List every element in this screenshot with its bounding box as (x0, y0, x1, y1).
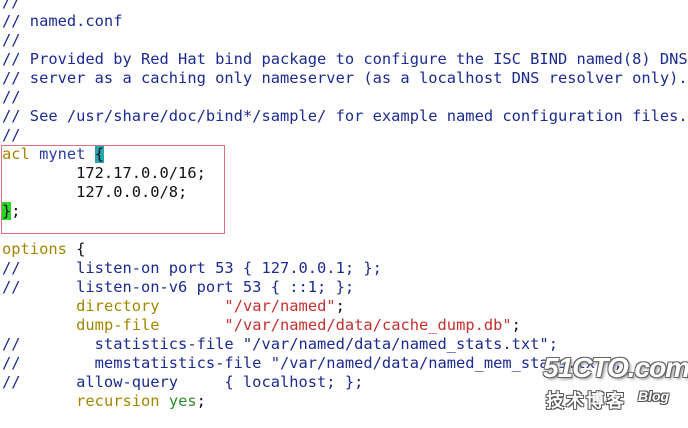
acl-highlight-box (1, 145, 225, 234)
dump-file-line: dump-file "/var/named/data/cache_dump.db… (76, 316, 521, 334)
code-line: // statistics-file "/var/named/data/name… (2, 335, 558, 353)
acl-entry: 127.0.0.0/8; (2, 183, 188, 201)
options-keyword: options (2, 240, 67, 258)
watermark-sub: 技术博客 (546, 391, 626, 412)
acl-entry: 172.17.0.0/16; (2, 164, 206, 182)
acl-name: mynet (39, 145, 86, 163)
code-line: // (2, 31, 21, 49)
code-line: // listen-on port 53 { 127.0.0.1; }; (2, 259, 382, 277)
recursion-line: recursion yes; (76, 392, 206, 410)
directory-line: directory "/var/named"; (76, 297, 345, 315)
recursion-key: recursion (76, 392, 160, 410)
code-line: // See /usr/share/doc/bind*/sample/ for … (2, 107, 688, 125)
directory-value: "/var/named" (224, 297, 336, 315)
directory-key: directory (76, 297, 160, 315)
code-line: // Provided by Red Hat bind package to c… (2, 50, 688, 68)
options-line: options { (2, 240, 688, 259)
dump-file-value: "/var/named/data/cache_dump.db" (224, 316, 512, 334)
options-open-brace: { (66, 240, 86, 258)
acl-declaration-line: acl mynet { (2, 145, 688, 164)
code-line: // (2, 0, 21, 11)
code-line: // memstatistics-file "/var/named/data/n… (2, 354, 623, 372)
code-line: // listen-on-v6 port 53 { ::1; }; (2, 278, 355, 296)
watermark-blog: Blog (638, 388, 670, 404)
code-line: // server as a caching only nameserver (… (2, 69, 688, 87)
code-line: // (2, 88, 21, 106)
code-editor[interactable]: // // named.conf // // Provided by Red H… (2, 0, 688, 411)
dump-file-key: dump-file (76, 316, 160, 334)
code-line: // (2, 126, 21, 144)
text-cursor: } (2, 202, 12, 220)
acl-close-semicolon: ; (11, 202, 21, 220)
watermark-logo: 51CTO.com 技术博客 Blog (543, 352, 688, 412)
code-line: // allow-query { localhost; }; (2, 373, 364, 391)
watermark-main: 51CTO.com (543, 352, 688, 383)
matching-brace-open: { (94, 145, 104, 163)
dump-file-padding (160, 316, 225, 334)
directory-padding (160, 297, 225, 315)
acl-keyword: acl (2, 145, 30, 163)
acl-close-line: }; (2, 202, 688, 221)
recursion-value: yes (168, 392, 197, 410)
code-line: // named.conf (2, 12, 123, 30)
